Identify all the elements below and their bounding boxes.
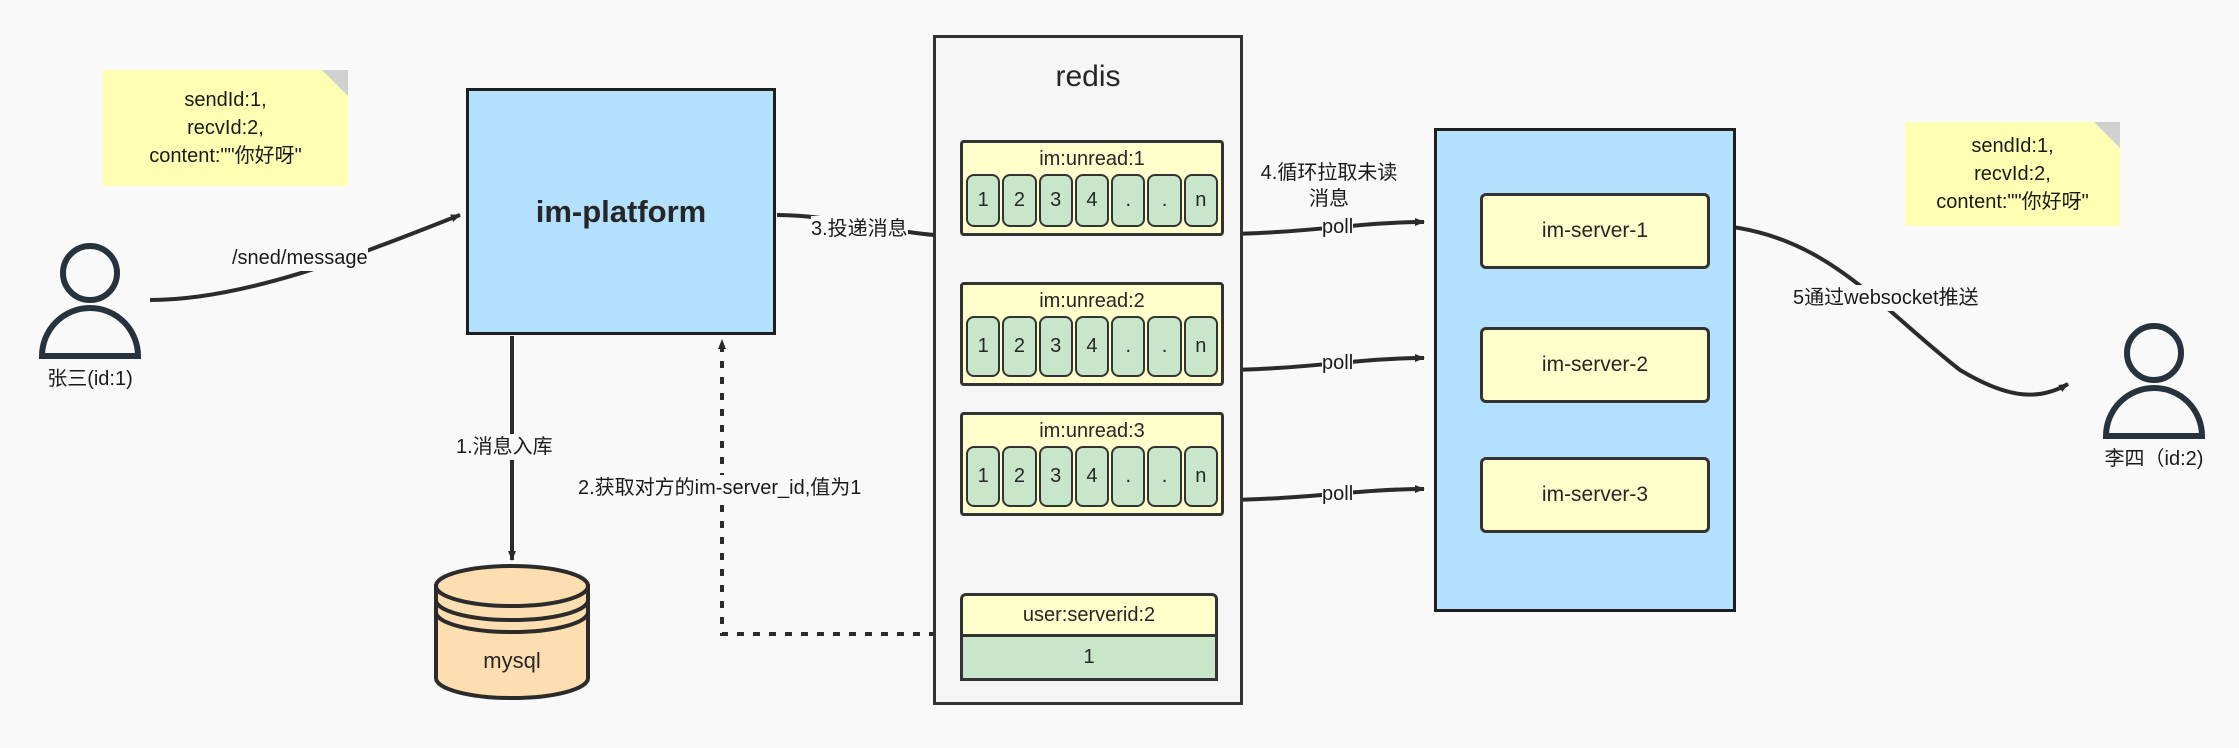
edge-poll3-line [1217, 485, 1425, 502]
redis-key-serverid[interactable]: user:serverid:2 1 [960, 593, 1218, 681]
redis-key-label-0: im:unread:1 [1039, 148, 1145, 170]
redis-key-serverid-value: 1 [960, 637, 1218, 681]
node-mysql[interactable]: mysql [430, 562, 594, 704]
redis-key-serverid-label: user:serverid:2 [960, 593, 1218, 637]
edge-lookup-line [718, 339, 968, 636]
redis-cell: 4 [1074, 316, 1110, 377]
redis-cell: n [1183, 446, 1218, 507]
edge-label-poll-2: poll [1322, 350, 1354, 376]
edge-label-pull: 4.循环拉取未读消息 [1253, 160, 1405, 212]
redis-cell: 3 [1038, 316, 1073, 377]
database-cylinder-icon [434, 564, 590, 700]
node-im-server-1[interactable]: im-server-1 [1480, 193, 1710, 269]
actor-receiver [2088, 318, 2220, 439]
note-right-line-3: content:""你好呀" [1936, 191, 2089, 213]
edge-label-poll-3: poll [1322, 481, 1354, 507]
redis-key-label-1: im:unread:2 [1039, 290, 1145, 312]
redis-cell: 4 [1074, 174, 1110, 227]
actor-sender [24, 238, 156, 359]
note-left-line-2: recvId:2, [187, 117, 264, 139]
note-right-line-2: recvId:2, [1974, 163, 2051, 185]
node-im-server-3-label: im-server-3 [1541, 483, 1649, 506]
node-redis-container: redis im:unread:1 1 2 3 4 . . n im:unrea… [933, 35, 1243, 705]
node-im-server-2[interactable]: im-server-2 [1480, 327, 1710, 403]
user-icon [38, 243, 142, 359]
note-fold-icon [322, 70, 348, 96]
redis-cell: . [1111, 174, 1146, 227]
redis-cell: 3 [1038, 174, 1073, 227]
node-im-server-2-label: im-server-2 [1541, 353, 1649, 376]
redis-cell: 2 [1002, 174, 1037, 227]
edge-push-line [1689, 222, 2069, 397]
redis-cell: . [1111, 316, 1146, 377]
edge-label-persist: 1.消息入库 [456, 434, 553, 460]
note-left-line-1: sendId:1, [184, 89, 267, 111]
note-left: sendId:1, recvId:2, content:""你好呀" [103, 70, 348, 186]
user-icon [2102, 323, 2206, 439]
node-im-platform[interactable]: im-platform [466, 88, 776, 335]
redis-cell: n [1183, 174, 1218, 227]
redis-key-group-1[interactable]: im:unread:2 1 2 3 4 . . n [960, 282, 1224, 386]
redis-cells-2: 1 2 3 4 . . n [966, 446, 1218, 507]
node-im-server-3[interactable]: im-server-3 [1480, 457, 1710, 533]
redis-cell: . [1147, 174, 1182, 227]
redis-cell: n [1183, 316, 1218, 377]
node-im-server-1-label: im-server-1 [1541, 219, 1649, 242]
redis-cell: 2 [1002, 316, 1037, 377]
note-fold-icon [2094, 122, 2120, 148]
actor-sender-label: 张三(id:1) [47, 368, 133, 390]
redis-cell: 2 [1002, 446, 1037, 507]
redis-cell: 1 [966, 446, 1001, 507]
redis-cell: 1 [966, 316, 1001, 377]
redis-cell: 4 [1074, 446, 1110, 507]
edge-label-send: /sned/message [232, 245, 368, 271]
redis-key-group-0[interactable]: im:unread:1 1 2 3 4 . . n [960, 140, 1224, 236]
edge-poll2-line [1217, 354, 1425, 372]
redis-key-label-2: im:unread:3 [1039, 420, 1145, 442]
redis-cell: 3 [1038, 446, 1073, 507]
redis-key-group-2[interactable]: im:unread:3 1 2 3 4 . . n [960, 412, 1224, 516]
redis-cell: . [1147, 446, 1182, 507]
edge-label-lookup: 2.获取对方的im-server_id,值为1 [578, 475, 862, 501]
actor-receiver-label: 李四（id:2) [2104, 448, 2204, 470]
note-right: sendId:1, recvId:2, content:""你好呀" [1905, 122, 2120, 226]
note-right-line-1: sendId:1, [1971, 135, 2054, 157]
redis-cells-1: 1 2 3 4 . . n [966, 316, 1218, 377]
redis-cell: 1 [966, 174, 1001, 227]
edge-label-poll-1: poll [1322, 214, 1354, 240]
edge-label-deliver: 3.投递消息 [811, 216, 908, 242]
node-im-platform-label: im-platform [535, 193, 707, 229]
note-left-line-3: content:""你好呀" [149, 145, 302, 167]
redis-cell: . [1147, 316, 1182, 377]
node-im-server-group: im-server-1 im-server-2 im-server-3 [1434, 128, 1736, 612]
edge-label-push: 5通过websocket推送 [1793, 285, 1979, 311]
redis-cells-0: 1 2 3 4 . . n [966, 174, 1218, 227]
edge-poll1-line [1217, 218, 1425, 236]
redis-cell: . [1111, 446, 1146, 507]
node-mysql-label: mysql [483, 648, 541, 673]
node-redis-title: redis [1055, 60, 1121, 93]
